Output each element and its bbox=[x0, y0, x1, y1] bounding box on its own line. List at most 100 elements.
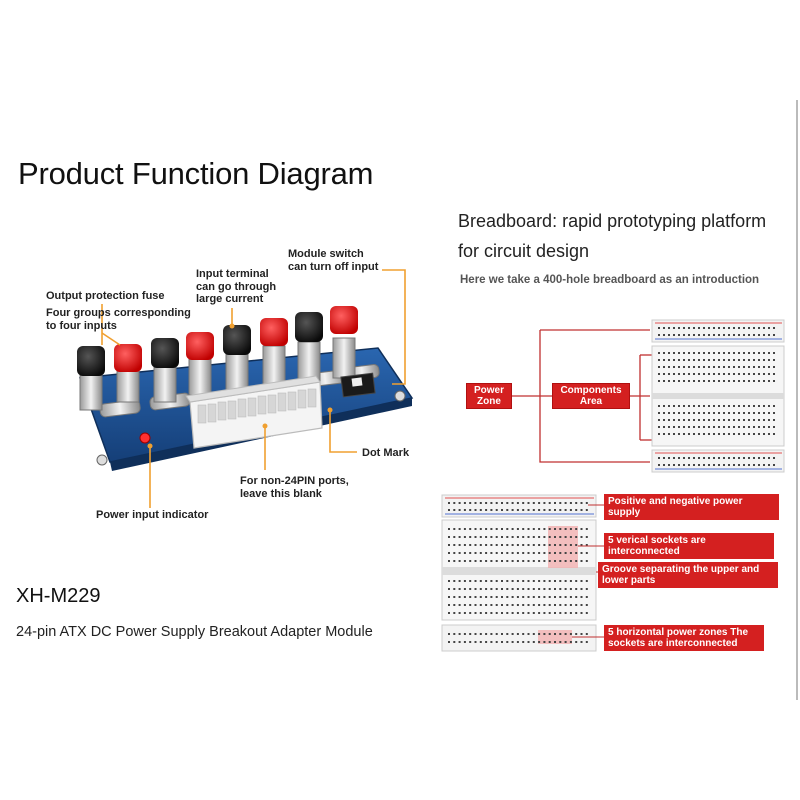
callout-module-switch-line2: can turn off input bbox=[288, 260, 379, 273]
breadboard-hole bbox=[668, 419, 670, 421]
breadboard-hole bbox=[743, 373, 745, 375]
breadboard-hole bbox=[485, 536, 488, 538]
breadboard-hole bbox=[658, 419, 660, 421]
breadboard-hole bbox=[698, 464, 700, 466]
breadboard-hole bbox=[763, 412, 765, 414]
breadboard-hole bbox=[511, 552, 514, 554]
breadboard-hole bbox=[532, 604, 535, 606]
breadboard-hole bbox=[511, 509, 514, 511]
breadboard-hole bbox=[527, 604, 530, 606]
breadboard-hole bbox=[728, 433, 730, 435]
breadboard-hole bbox=[723, 426, 725, 428]
breadboard-hole bbox=[753, 373, 755, 375]
breadboard-hole bbox=[698, 334, 700, 336]
breadboard-hole bbox=[463, 544, 466, 546]
breadboard-hole bbox=[678, 366, 680, 368]
breadboard-hole bbox=[688, 327, 690, 329]
breadboard-hole bbox=[663, 334, 665, 336]
breadboard-hole bbox=[683, 419, 685, 421]
breadboard-hole bbox=[703, 426, 705, 428]
breadboard-hole bbox=[453, 544, 456, 546]
breadboard-hole bbox=[698, 366, 700, 368]
breadboard-hole bbox=[554, 509, 556, 511]
breadboard-hole bbox=[506, 536, 509, 538]
breadboard-hole bbox=[738, 457, 740, 459]
breadboard-hole bbox=[564, 580, 567, 582]
breadboard-hole bbox=[474, 560, 477, 562]
breadboard-hole bbox=[448, 604, 450, 606]
breadboard-hole bbox=[559, 588, 562, 590]
breadboard-hole bbox=[463, 604, 466, 606]
breadboard-hole bbox=[448, 544, 450, 546]
breadboard-hole bbox=[585, 641, 588, 643]
breadboard-hole bbox=[708, 457, 710, 459]
breadboard-hole bbox=[479, 552, 482, 554]
breadboard-hole bbox=[495, 633, 498, 635]
breadboard-hole bbox=[469, 612, 472, 614]
breadboard-hole bbox=[773, 419, 775, 421]
breadboard-hole bbox=[693, 433, 695, 435]
breadboard-hole bbox=[495, 544, 498, 546]
breadboard-hole bbox=[668, 352, 670, 354]
breadboard-hole bbox=[506, 596, 509, 598]
breadboard-hole bbox=[718, 464, 720, 466]
breadboard-hole bbox=[543, 544, 546, 546]
breadboard-hole bbox=[693, 352, 695, 354]
breadboard-hole bbox=[490, 604, 493, 606]
breadboard-hole bbox=[683, 426, 685, 428]
breadboard-hole bbox=[678, 334, 680, 336]
breadboard-hole bbox=[753, 327, 755, 329]
breadboard-hole bbox=[463, 580, 466, 582]
breadboard-hole bbox=[522, 544, 525, 546]
breadboard-hole bbox=[469, 633, 472, 635]
breadboard-hole bbox=[683, 380, 685, 382]
breadboard-hole bbox=[543, 604, 546, 606]
breadboard-hole bbox=[490, 552, 493, 554]
breadboard-hole bbox=[543, 633, 546, 635]
breadboard-hole bbox=[753, 457, 755, 459]
breadboard-hole bbox=[516, 588, 519, 590]
breadboard-hole bbox=[501, 536, 503, 538]
breadboard-hole bbox=[743, 412, 745, 414]
breadboard-hole bbox=[485, 633, 488, 635]
breadboard-hole bbox=[663, 464, 665, 466]
breadboard-hole bbox=[559, 596, 562, 598]
breadboard-hole bbox=[773, 426, 775, 428]
breadboard-hole bbox=[743, 327, 745, 329]
breadboard-hole bbox=[543, 528, 546, 530]
breadboard-hole bbox=[743, 426, 745, 428]
breadboard-hole bbox=[448, 502, 450, 504]
breadboard-hole bbox=[575, 641, 578, 643]
breadboard-hole bbox=[585, 604, 588, 606]
breadboard-hole bbox=[763, 359, 765, 361]
breadboard-hole bbox=[538, 502, 541, 504]
breadboard-hole bbox=[753, 334, 755, 336]
breadboard-hole bbox=[516, 641, 519, 643]
breadboard-hole bbox=[738, 327, 740, 329]
callout-output-fuse-line1: Output protection fuse bbox=[46, 290, 165, 302]
breadboard-hole bbox=[733, 359, 735, 361]
breadboard-hole bbox=[773, 457, 775, 459]
breadboard-hole bbox=[708, 334, 710, 336]
breadboard-hole bbox=[501, 552, 503, 554]
breadboard-hole bbox=[758, 366, 760, 368]
breadboard-hole bbox=[703, 373, 705, 375]
breadboard-hole bbox=[453, 509, 456, 511]
breadboard-hole bbox=[490, 536, 493, 538]
breadboard-hole bbox=[453, 536, 456, 538]
breadboard-hole bbox=[532, 588, 535, 590]
breadboard-hole bbox=[458, 641, 461, 643]
breadboard-hole bbox=[585, 509, 588, 511]
breadboard-hole bbox=[703, 327, 705, 329]
breadboard-hole bbox=[559, 509, 562, 511]
breadboard-hole bbox=[569, 580, 572, 582]
breadboard-hole bbox=[495, 509, 498, 511]
breadboard-hole bbox=[718, 373, 720, 375]
callout-non-24pin-line1: For non-24PIN ports, bbox=[240, 475, 349, 487]
breadboard-hole bbox=[458, 588, 461, 590]
breadboard-hole bbox=[703, 380, 705, 382]
breadboard-hole bbox=[548, 633, 551, 635]
breadboard-hole bbox=[511, 588, 514, 590]
breadboard-hole bbox=[485, 544, 488, 546]
